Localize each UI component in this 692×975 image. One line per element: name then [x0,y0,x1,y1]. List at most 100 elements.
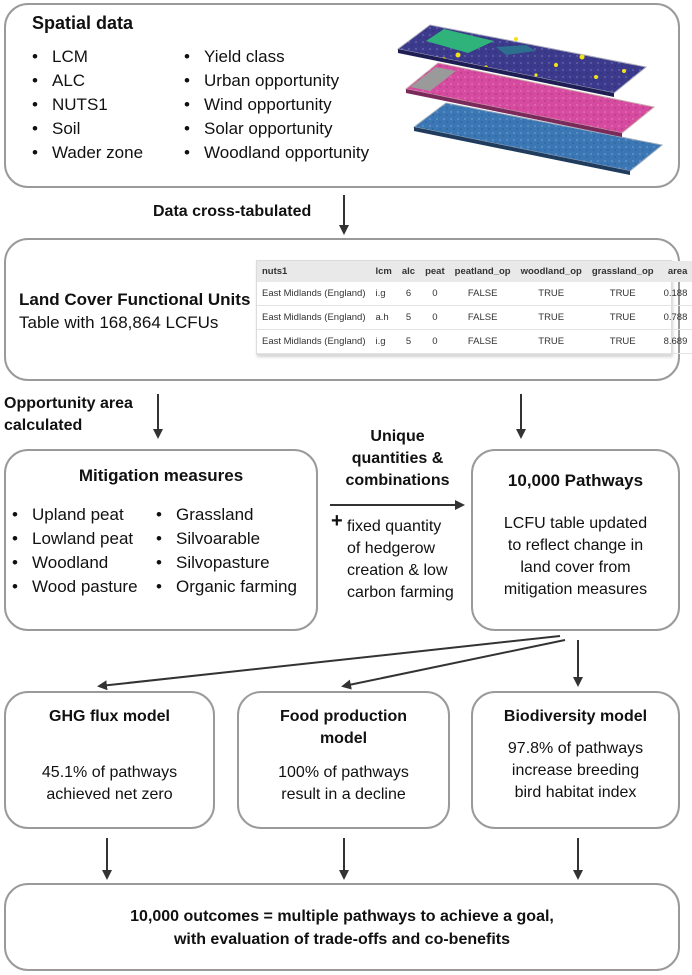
table-cell: TRUE [586,305,659,330]
arrow-pathways-to-food [341,639,566,690]
label-line: with evaluation of trade-offs and co-ben… [173,931,511,948]
label-line: LCFU table updated [503,515,648,532]
list-item: Wood pasture [10,575,138,599]
biodiversity-model-box: Biodiversity model 97.8% of pathways inc… [471,691,680,829]
list-item: NUTS1 [30,93,143,117]
list-item: Wader zone [30,141,143,165]
table-cell: i.g [370,282,397,306]
plus-sign: + [331,510,343,532]
table-row: East Midlands (England) i.g 5 0 FALSE TR… [257,329,692,354]
fixed-quantity-label: fixed quantity of hedgerow creation & lo… [347,516,454,604]
mitigation-right-list: Grassland Silvoarable Silvopasture Organ… [154,503,297,599]
list-item: Organic farming [154,575,297,599]
list-item: Woodland [10,551,138,575]
column-header: woodland_op [515,261,587,282]
table-cell: 8.689 [658,329,692,354]
column-header: alc [396,261,421,282]
outcomes-box: 10,000 outcomes = multiple pathways to a… [4,883,680,971]
list-item: Silvoarable [154,527,297,551]
label-line: Food production [279,708,408,725]
list-item: Upland peat [10,503,138,527]
table-cell: 0 [420,329,450,354]
food-production-model-box: Food production model 100% of pathways r… [237,691,450,829]
list-item: LCM [30,45,143,69]
label-line: 10,000 outcomes = multiple pathways to a… [130,908,554,925]
table-cell: 0.188 [658,282,692,306]
table-cell: 5 [396,305,421,330]
list-item: Soil [30,117,143,141]
ghg-flux-model-box: GHG flux model 45.1% of pathways achieve… [4,691,215,829]
map-layer-top [396,24,648,97]
list-item: Woodland opportunity [182,141,369,165]
list-item: Wind opportunity [182,93,369,117]
list-item: Solar opportunity [182,117,369,141]
table-cell: East Midlands (England) [257,305,371,330]
pathways-title: 10,000 Pathways [507,471,644,490]
pathways-description: LCFU table updated to reflect change in … [473,513,678,601]
table-cell: TRUE [515,329,587,354]
outcomes-text: 10,000 outcomes = multiple pathways to a… [6,905,678,951]
table-cell: FALSE [449,282,516,306]
model-result: 45.1% of pathways achieved net zero [6,762,213,806]
list-item: ALC [30,69,143,93]
table-cell: 6 [396,282,421,306]
label-line: 100% of pathways [278,764,409,781]
lcfu-table-panel: nuts1 lcm alc peat peatland_op woodland_… [256,260,692,355]
table-cell: TRUE [515,282,587,306]
label-line: Biodiversity model [503,708,648,725]
table-cell: FALSE [449,305,516,330]
label-line: fixed quantity [347,518,442,535]
table-header-row: nuts1 lcm alc peat peatland_op woodland_… [257,261,692,282]
column-header: area [658,261,692,282]
table-cell: 5 [396,329,421,354]
label-line: carbon farming [347,584,454,601]
label-line: Unique [370,428,425,445]
column-header: lcm [370,261,397,282]
map-layers-image [396,24,664,175]
map-layer-middle [404,62,656,137]
label-line: achieved net zero [46,786,173,803]
column-header: peat [420,261,450,282]
label-line: 45.1% of pathways [41,764,178,781]
arrow-label-opportunity-area: Opportunity area calculated [4,393,133,437]
list-item: Urban opportunity [182,69,369,93]
model-result: 97.8% of pathways increase breeding bird… [473,738,678,804]
label-line: model [319,730,368,747]
lcfu-table: nuts1 lcm alc peat peatland_op woodland_… [257,261,692,354]
list-item: Grassland [154,503,297,527]
lcfu-subtitle: Table with 168,864 LCFUs [19,313,219,332]
label-line: land cover from [520,559,631,576]
table-cell: TRUE [515,305,587,330]
map-layer-bottom [412,102,664,175]
label-line: 97.8% of pathways [507,740,644,757]
spatial-data-right-list: Yield class Urban opportunity Wind oppor… [182,45,369,165]
table-cell: 0 [420,305,450,330]
lcfu-box: Land Cover Functional Units Table with 1… [4,238,692,381]
label-line: GHG flux model [49,708,170,725]
list-item: Lowland peat [10,527,138,551]
model-title: GHG flux model [6,706,213,728]
spatial-data-box: Spatial data LCM ALC NUTS1 Soil Wader zo… [4,3,680,188]
arrow-pathways-to-ghg [97,635,561,691]
mitigation-measures-title: Mitigation measures [78,466,244,485]
spatial-data-left-list: LCM ALC NUTS1 Soil Wader zone [30,45,143,165]
table-cell: 0 [420,282,450,306]
label-line: of hedgerow [347,540,436,557]
list-item: Silvopasture [154,551,297,575]
column-header: peatland_op [449,261,516,282]
mitigation-left-list: Upland peat Lowland peat Woodland Wood p… [10,503,138,599]
table-cell: East Midlands (England) [257,282,371,306]
column-header: grassland_op [586,261,659,282]
table-row: East Midlands (England) a.h 5 0 FALSE TR… [257,305,692,330]
arrow-label-line: calculated [4,417,83,434]
table-cell: TRUE [586,282,659,306]
unique-combinations-label: Unique quantities & combinations [330,426,465,492]
label-line: quantities & [351,450,444,467]
model-title: Biodiversity model [473,706,678,728]
label-line: result in a decline [281,786,406,803]
label-line: combinations [345,472,450,489]
table-cell: East Midlands (England) [257,329,371,354]
label-line: to reflect change in [507,537,644,554]
table-cell: a.h [370,305,397,330]
arrow-label-cross-tabulated: Data cross-tabulated [153,203,312,220]
